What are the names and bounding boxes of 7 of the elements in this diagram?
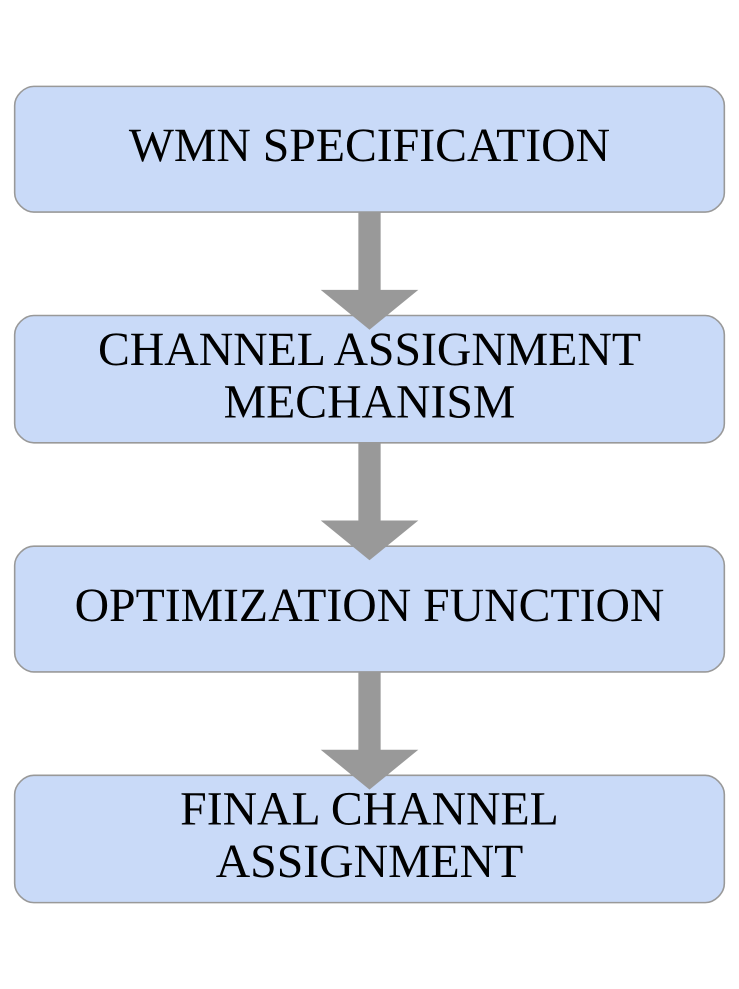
arrow [320,672,418,790]
arrow [320,212,418,330]
node-box: CHANNEL ASSIGNMENT MECHANISM [14,314,726,444]
node-box: WMN SPECIFICATION [14,86,726,213]
arrow [320,443,418,560]
node-box: OPTIMIZATION FUNCTION [14,545,726,673]
node-box: FINAL CHANNEL ASSIGNMENT [14,774,726,904]
